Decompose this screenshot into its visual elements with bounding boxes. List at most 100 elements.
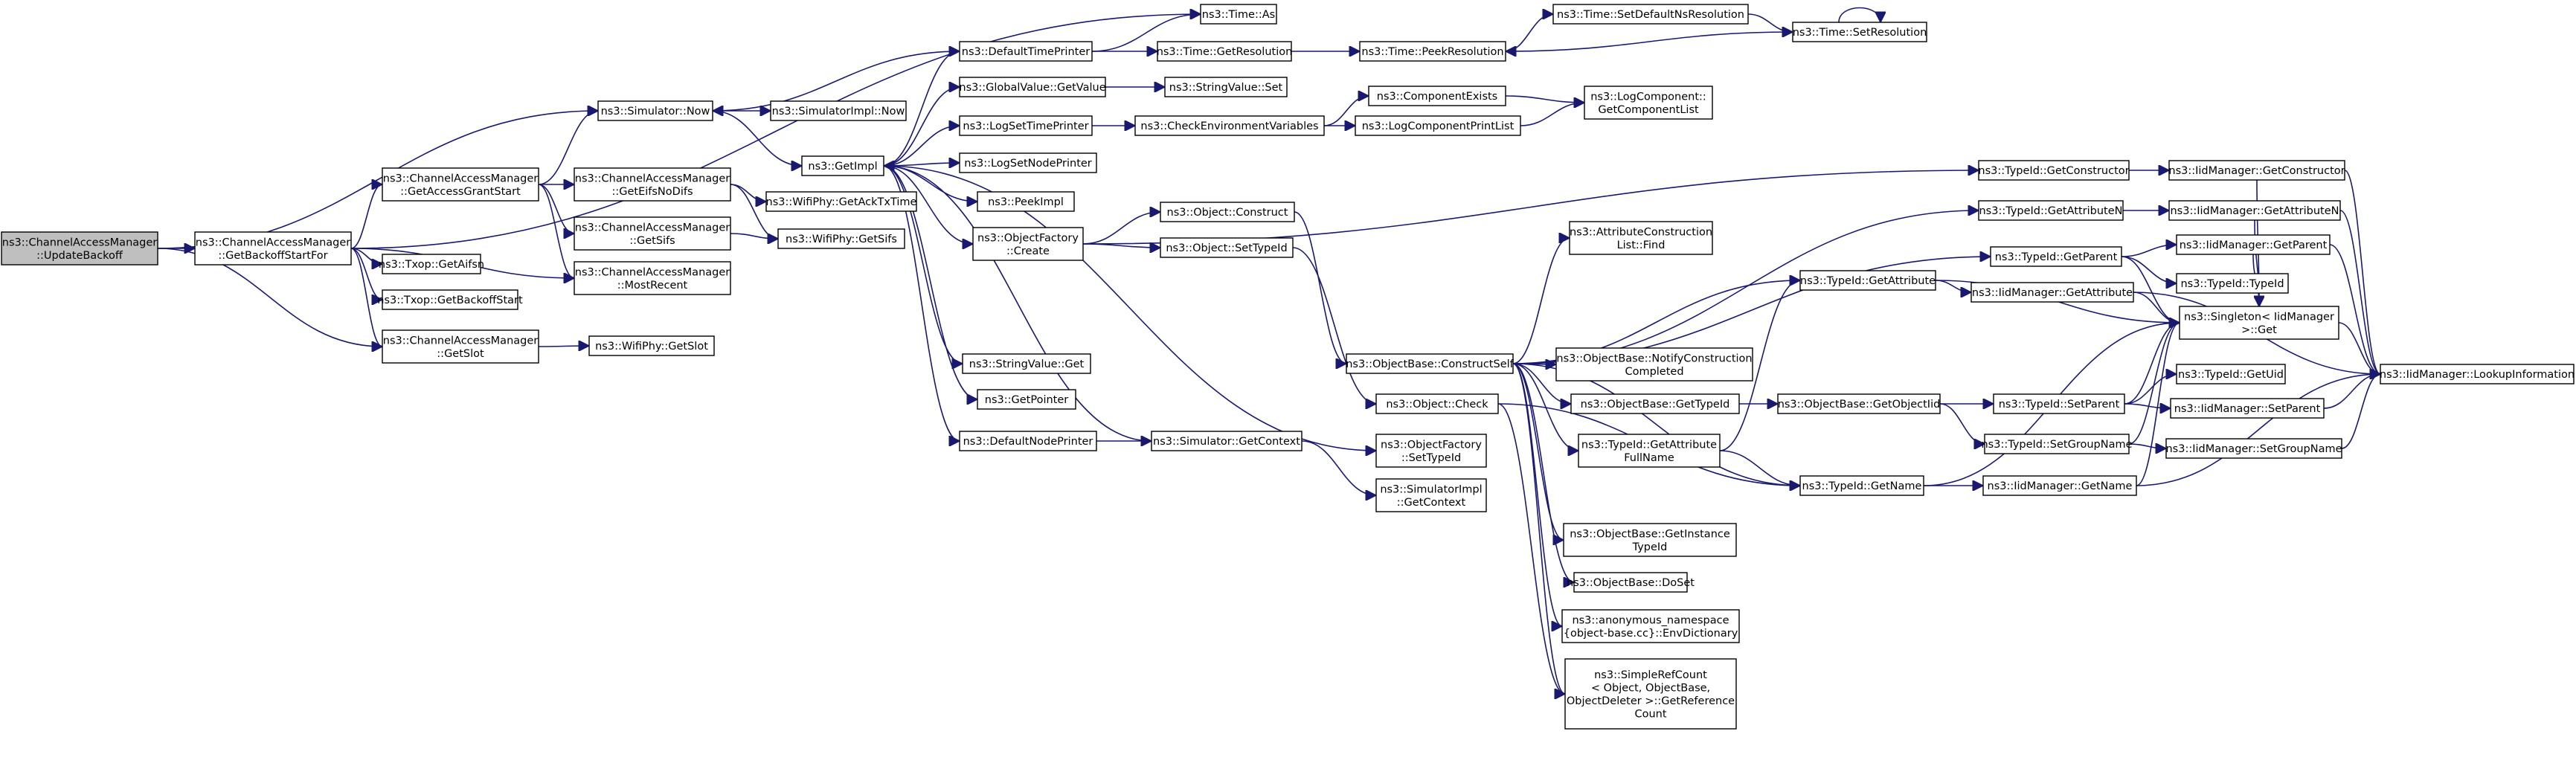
function-node[interactable]: ns3::GlobalValue::GetValue bbox=[959, 77, 1106, 97]
call-edge bbox=[2124, 404, 2171, 408]
function-node[interactable]: ns3::Simulator::GetContext bbox=[1151, 431, 1303, 451]
function-node[interactable]: ns3::SimpleRefCount< Object, ObjectBase,… bbox=[1564, 658, 1737, 730]
node-label: ns3::Time::PeekResolution bbox=[1361, 46, 1503, 58]
node-label: ns3::ChannelAccessManager bbox=[196, 236, 351, 248]
function-node[interactable]: ns3::IidManager::LookupInformation bbox=[2380, 364, 2575, 384]
function-node[interactable]: ns3::StringValue::Get bbox=[962, 353, 1091, 374]
function-node[interactable]: ns3::LogSetTimePrinter bbox=[959, 115, 1093, 136]
function-node[interactable]: ns3::Time::GetResolution bbox=[1157, 41, 1293, 62]
function-node[interactable]: ns3::ChannelAccessManager::GetBackoffSta… bbox=[194, 231, 352, 265]
node-label: ns3::StringValue::Get bbox=[969, 358, 1085, 370]
function-node[interactable]: ns3::DefaultNodePrinter bbox=[959, 431, 1097, 451]
function-node[interactable]: ns3::ChannelAccessManager::GetSifs bbox=[574, 216, 731, 251]
function-node[interactable]: ns3::TypeId::SetGroupName bbox=[1981, 434, 2133, 454]
function-node[interactable]: ns3::Time::As bbox=[1200, 4, 1277, 25]
function-node[interactable]: ns3::Txop::GetBackoffStart bbox=[377, 289, 523, 310]
function-node[interactable]: ns3::LogSetNodePrinter bbox=[959, 152, 1097, 173]
function-node[interactable]: ns3::WifiPhy::GetAckTxTime bbox=[765, 191, 917, 212]
function-node[interactable]: ns3::Simulator::Now bbox=[597, 100, 713, 121]
function-node[interactable]: ns3::SimulatorImpl::GetContext bbox=[1375, 478, 1487, 512]
function-node[interactable]: ns3::ChannelAccessManager::GetEifsNoDifs bbox=[574, 167, 731, 202]
node-label: ns3::Time::As bbox=[1202, 9, 1275, 21]
function-node[interactable]: ns3::LogComponentPrintList bbox=[1355, 115, 1521, 136]
call-edge bbox=[350, 14, 1201, 249]
function-node[interactable]: ns3::DefaultTimePrinter bbox=[959, 41, 1093, 62]
node-layer: ns3::ChannelAccessManager::UpdateBackoff… bbox=[1, 4, 2575, 730]
function-node[interactable]: ns3::WifiPhy::GetSlot bbox=[588, 335, 715, 356]
function-node[interactable]: ns3::ChannelAccessManager::MostRecent bbox=[574, 261, 731, 295]
function-node[interactable]: ns3::anonymous_namespace{object-base.cc}… bbox=[1561, 609, 1740, 643]
node-box bbox=[1355, 115, 1521, 136]
function-node[interactable]: ns3::SimulatorImpl::Now bbox=[770, 100, 907, 121]
function-node[interactable]: ns3::ObjectFactory::Create bbox=[972, 227, 1084, 261]
function-node[interactable]: ns3::IidManager::SetGroupName bbox=[2165, 438, 2342, 459]
function-node[interactable]: ns3::LogComponent::GetComponentList bbox=[1584, 86, 1713, 120]
node-box bbox=[1584, 86, 1713, 120]
function-node[interactable]: ns3::IidManager::GetAttribute bbox=[1970, 282, 2134, 303]
function-node[interactable]: ns3::IidManager::GetAttributeN bbox=[2168, 200, 2341, 221]
node-box bbox=[1359, 41, 1506, 62]
function-node[interactable]: ns3::GetPointer bbox=[977, 389, 1076, 410]
function-node[interactable]: ns3::IidManager::GetName bbox=[1982, 475, 2137, 496]
function-node[interactable]: ns3::ObjectBase::DoSet bbox=[1567, 572, 1695, 593]
node-label: >::Get bbox=[2241, 324, 2277, 336]
function-node[interactable]: ns3::IidManager::SetParent bbox=[2170, 398, 2325, 419]
function-node[interactable]: ns3::GetImpl bbox=[801, 155, 884, 176]
function-node[interactable]: ns3::StringValue::Set bbox=[1164, 77, 1288, 97]
function-node[interactable]: ns3::TypeId::SetParent bbox=[1993, 393, 2125, 414]
function-node[interactable]: ns3::Time::PeekResolution bbox=[1359, 41, 1506, 62]
function-node[interactable]: ns3::TypeId::GetName bbox=[1799, 475, 1924, 496]
call-edge bbox=[2133, 292, 2180, 323]
node-box bbox=[1792, 22, 1927, 42]
function-node[interactable]: ns3::Singleton< IidManager>::Get bbox=[2179, 306, 2339, 340]
node-box bbox=[2168, 200, 2341, 221]
function-node[interactable]: ns3::TypeId::TypeId bbox=[2176, 273, 2289, 294]
node-label: ns3::TypeId::GetConstructor bbox=[1978, 165, 2129, 177]
node-box bbox=[1563, 523, 1737, 557]
function-node[interactable]: ns3::ObjectBase::GetObjectIid bbox=[1777, 393, 1941, 414]
node-label: ns3::Time::GetResolution bbox=[1157, 46, 1293, 58]
function-node[interactable]: ns3::WifiPhy::GetSifs bbox=[777, 228, 905, 249]
function-node[interactable]: ns3::Txop::GetAifsn bbox=[379, 254, 484, 274]
function-node[interactable]: ns3::TypeId::GetUid bbox=[2176, 364, 2286, 384]
node-box bbox=[1368, 86, 1506, 106]
node-label: ns3::Simulator::GetContext bbox=[1153, 436, 1300, 448]
function-node[interactable]: ns3::IidManager::GetConstructor bbox=[2168, 160, 2345, 181]
node-label: ::GetEifsNoDifs bbox=[611, 186, 693, 198]
function-node[interactable]: ns3::ObjectFactory::SetTypeId bbox=[1375, 434, 1487, 468]
function-node[interactable]: ns3::TypeId::GetAttribute bbox=[1799, 270, 1936, 291]
function-node[interactable]: ns3::ChannelAccessManager::GetAccessGran… bbox=[382, 167, 539, 202]
function-node[interactable]: ns3::Object::SetTypeId bbox=[1160, 237, 1294, 258]
function-node[interactable]: ns3::Time::SetResolution bbox=[1792, 22, 1927, 42]
function-node[interactable]: ns3::TypeId::GetParent bbox=[1990, 246, 2122, 267]
node-box bbox=[1134, 115, 1325, 136]
function-node[interactable]: ns3::Object::Check bbox=[1375, 393, 1499, 414]
node-label: ObjectDeleter >::GetReference bbox=[1567, 695, 1735, 707]
call-edge bbox=[1719, 450, 1800, 486]
node-box bbox=[1777, 393, 1941, 414]
function-node[interactable]: ns3::TypeId::GetConstructor bbox=[1978, 160, 2130, 181]
function-node[interactable]: ns3::PeekImpl bbox=[977, 191, 1075, 212]
function-node[interactable]: ns3::Time::SetDefaultNsResolution bbox=[1552, 4, 1749, 25]
node-label: ns3::IidManager::SetParent bbox=[2174, 403, 2321, 415]
function-node[interactable]: ns3::IidManager::GetParent bbox=[2176, 234, 2331, 255]
function-node[interactable]: ns3::ComponentExists bbox=[1368, 86, 1506, 106]
node-box bbox=[2168, 160, 2345, 181]
call-edge bbox=[1512, 363, 1566, 694]
function-node[interactable]: ns3::ChannelAccessManager::GetSlot bbox=[382, 329, 539, 364]
function-node[interactable]: ns3::TypeId::GetAttributeN bbox=[1978, 200, 2124, 221]
function-node[interactable]: ns3::ObjectBase::ConstructSelf bbox=[1346, 353, 1515, 374]
node-box bbox=[1978, 160, 2130, 181]
node-box bbox=[977, 389, 1076, 410]
function-node[interactable]: ns3::Object::Construct bbox=[1160, 202, 1295, 222]
call-edge bbox=[1497, 403, 1566, 694]
function-node[interactable]: ns3::ChannelAccessManager::UpdateBackoff bbox=[1, 231, 158, 265]
node-box bbox=[1799, 270, 1936, 291]
function-node[interactable]: ns3::ObjectBase::GetTypeId bbox=[1570, 393, 1740, 414]
function-node[interactable]: ns3::ObjectBase::NotifyConstructionCompl… bbox=[1555, 347, 1753, 382]
node-label: ns3::Simulator::Now bbox=[601, 106, 710, 118]
function-node[interactable]: ns3::CheckEnvironmentVariables bbox=[1134, 115, 1325, 136]
